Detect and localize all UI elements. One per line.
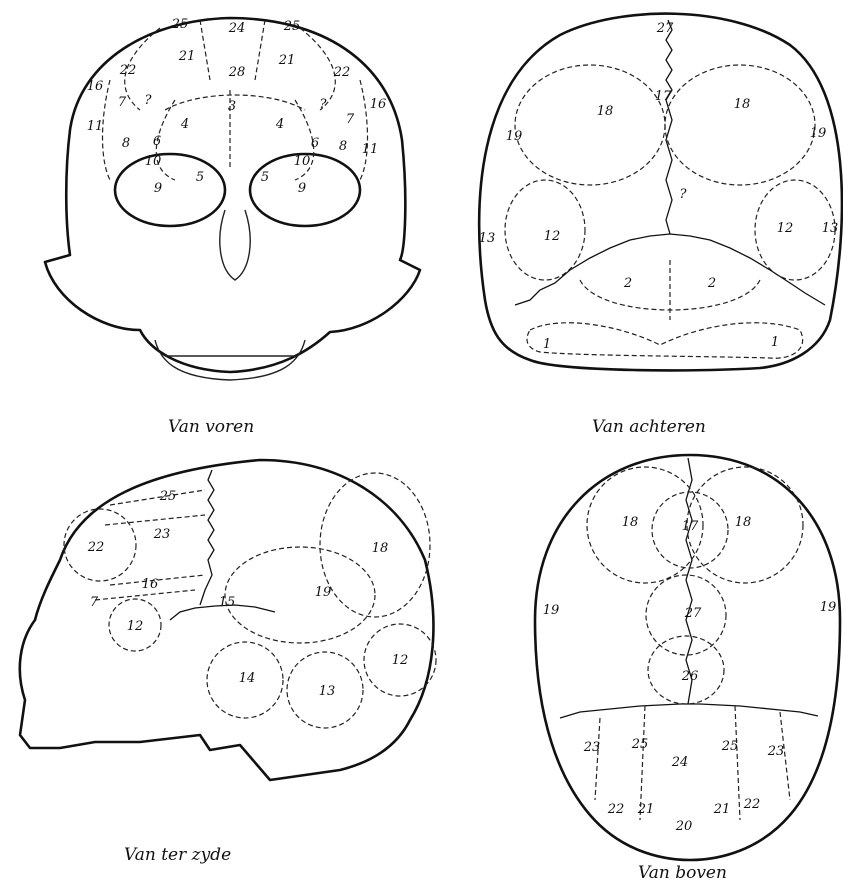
top-region-label: 19: [820, 600, 837, 615]
side-region-label: 18: [372, 541, 389, 556]
front-nose: [220, 210, 250, 280]
back-cranium-outline: [479, 14, 842, 371]
back-sagittal-suture: [666, 20, 672, 234]
back-region-label: 19: [810, 126, 827, 141]
side-region-19: [225, 547, 375, 643]
front-region-label: 9: [154, 181, 162, 196]
side-coronal-suture: [200, 470, 214, 605]
front-left-orbit: [115, 154, 225, 226]
caption-back: Van achteren: [592, 417, 706, 437]
top-cranium-outline: [535, 455, 840, 860]
front-region-label: ?: [145, 93, 153, 108]
top-sagittal-suture: [686, 458, 692, 704]
front-region-label: 10: [145, 154, 162, 169]
front-region-label: 24: [228, 21, 246, 36]
front-region-label: 5: [261, 170, 269, 185]
side-labels: 25 23 22 16 7 15 19 18 12 14 13 12: [87, 489, 409, 699]
side-region-label: 12: [127, 619, 144, 634]
front-region-label: 4: [275, 117, 284, 132]
front-region-label: 7: [118, 95, 127, 110]
back-region-label: 2: [707, 276, 716, 291]
top-region-label: 22: [607, 802, 625, 817]
front-region-label: 4: [180, 117, 189, 132]
front-region-label: 3: [228, 99, 236, 114]
side-region-label: 15: [219, 595, 236, 610]
front-region-label: 11: [87, 119, 104, 134]
front-region-label: 11: [362, 142, 379, 157]
skull-top-view: 18 17 18 19 27 19 26 23 25 24 25 23 22 21 20 21 22 Van b…: [535, 455, 840, 883]
top-region-label: 26: [681, 669, 699, 684]
skull-side-view: 25 23 22 16 7 15 19 18 12 14 13 12 Van ter zyde: [20, 460, 436, 865]
side-region-label: 25: [159, 489, 177, 504]
top-region-label: 23: [583, 740, 601, 755]
top-region-label: 27: [684, 606, 702, 621]
top-coronal-suture: [560, 704, 818, 718]
front-region-label: 7: [346, 112, 355, 127]
front-region-label: 16: [370, 97, 387, 112]
back-region-label: 2: [623, 276, 632, 291]
top-region-label: 19: [543, 603, 560, 618]
side-cranium-outline: [20, 460, 434, 780]
back-region-label: 18: [597, 104, 614, 119]
top-region-label: 23: [767, 744, 785, 759]
front-region-label: 25: [283, 19, 301, 34]
top-region-label: 18: [735, 515, 752, 530]
back-region-label: 19: [506, 129, 523, 144]
skull-back-view: 27 17 18 18 19 19? 12 12 13 13 2 2 1 1 Van achteren: [479, 14, 842, 437]
front-region-label: 6: [153, 134, 161, 149]
caption-front: Van voren: [168, 417, 254, 437]
side-region-label: 13: [319, 684, 336, 699]
front-region-label: 22: [119, 63, 137, 78]
back-region-2: [580, 260, 760, 320]
top-region-label: 22: [743, 797, 761, 812]
side-region-label: 16: [142, 577, 159, 592]
side-region-label: 7: [90, 595, 99, 610]
back-region-label: 1: [771, 335, 779, 350]
front-region-label: ?: [320, 97, 328, 112]
side-region-label: 23: [153, 527, 171, 542]
back-region-label: 18: [734, 97, 751, 112]
front-region-label: 9: [298, 181, 306, 196]
front-region-label: 22: [333, 65, 351, 80]
front-region-label: 21: [178, 49, 196, 64]
top-region-label: 24: [671, 755, 689, 770]
back-region-1: [527, 323, 803, 358]
top-region-label: 25: [631, 737, 649, 752]
top-region-label: 21: [637, 802, 655, 817]
back-labels: 27 17 18 18 19 19? 12 12 13 13 2 2 1 1: [479, 21, 839, 352]
back-region-label: 13: [479, 231, 496, 246]
skull-front-view: 25 24 25 22 21 28 21 22 16 7? 3? 7 16 11 8 6 4 4 6 8 11 10 10 5…: [45, 17, 420, 437]
top-region-label: 18: [622, 515, 639, 530]
front-region-label: 5: [196, 170, 204, 185]
back-region-label: 27: [656, 21, 674, 36]
back-region-label: 17: [655, 89, 672, 104]
top-region-label: 20: [675, 819, 693, 834]
back-region-label: 1: [543, 337, 551, 352]
back-region-label: 13: [822, 221, 839, 236]
front-region-label: 10: [294, 154, 311, 169]
top-region-label: 17: [682, 519, 699, 534]
back-region-18-right: [665, 65, 815, 185]
caption-side: Van ter zyde: [124, 845, 231, 865]
front-region-label: 6: [311, 136, 319, 151]
back-region-label: ?: [680, 187, 688, 202]
back-region-18-left: [515, 65, 665, 185]
side-region-label: 22: [87, 540, 105, 555]
side-region-label: 12: [392, 653, 409, 668]
front-region-label: 8: [122, 136, 130, 151]
side-region-label: 19: [315, 585, 332, 600]
back-region-label: 12: [544, 229, 561, 244]
front-region-label: 25: [171, 17, 189, 32]
caption-top: Van boven: [638, 863, 727, 883]
front-region-label: 8: [339, 139, 347, 154]
top-region-label: 21: [713, 802, 731, 817]
front-region-label: 21: [278, 53, 296, 68]
front-region-label: 16: [87, 79, 104, 94]
top-region-label: 25: [721, 739, 739, 754]
front-region-label: 28: [228, 65, 246, 80]
back-region-label: 12: [777, 221, 794, 236]
side-region-label: 14: [239, 671, 256, 686]
